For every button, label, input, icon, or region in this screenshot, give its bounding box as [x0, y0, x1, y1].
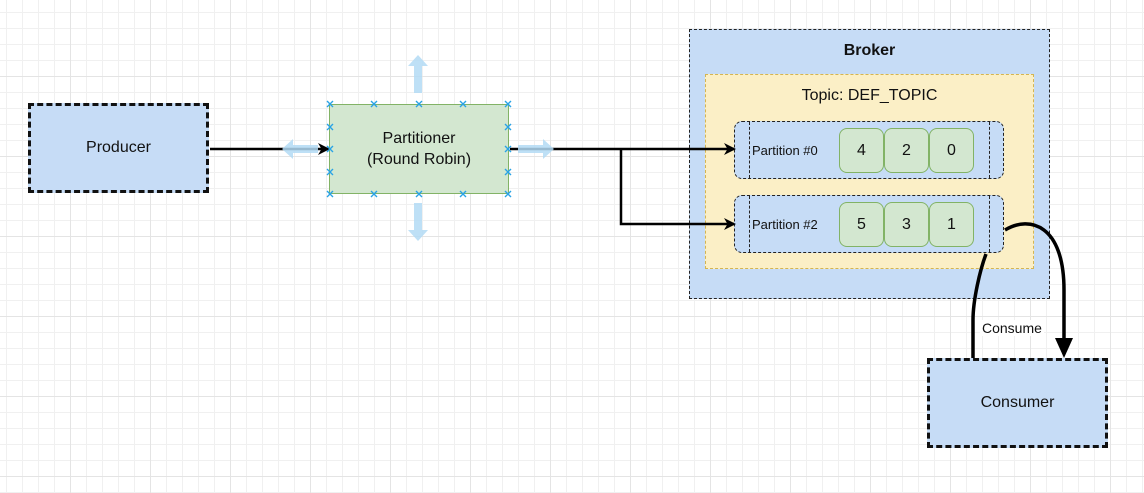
producer-label: Producer [86, 139, 151, 156]
message-cell[interactable]: 1 [929, 202, 974, 247]
selection-handle-icon[interactable] [459, 190, 467, 198]
selection-handle-icon[interactable] [504, 123, 512, 131]
selection-handle-icon[interactable] [415, 100, 423, 108]
selection-handle-icon[interactable] [504, 190, 512, 198]
edge-partition-2-to-consumer[interactable] [1004, 222, 1066, 352]
hover-arrow-right-icon[interactable] [518, 139, 554, 159]
consumer-box[interactable]: Consumer [927, 358, 1108, 448]
selection-handle-icon[interactable] [504, 100, 512, 108]
broker-title: Broker [843, 42, 896, 59]
edge-consumer-to-partition-2[interactable] [971, 253, 988, 358]
message-cell[interactable]: 3 [884, 202, 929, 247]
selection-handles[interactable] [326, 100, 512, 198]
partition-divider [989, 122, 990, 178]
selection-handle-icon[interactable] [459, 100, 467, 108]
selection-handle-icon[interactable] [415, 190, 423, 198]
partition-0-box[interactable]: Partition #0 4 2 0 [734, 121, 1004, 179]
edge-arrowhead [1055, 338, 1073, 358]
consume-edge-label: Consume [980, 320, 1044, 336]
selection-handle-icon[interactable] [504, 145, 512, 153]
partition-divider [749, 122, 750, 178]
hover-arrows[interactable] [282, 55, 554, 241]
message-cell[interactable]: 0 [929, 128, 974, 173]
selection-handle-icon[interactable] [370, 190, 378, 198]
selection-handle-icon[interactable] [326, 123, 334, 131]
message-cell[interactable]: 2 [884, 128, 929, 173]
selection-handle-icon[interactable] [326, 145, 334, 153]
topic-title: Topic: DEF_TOPIC [801, 87, 938, 104]
hover-arrow-down-icon[interactable] [408, 203, 428, 241]
hover-arrow-left-icon[interactable] [282, 139, 318, 159]
hover-arrow-up-icon[interactable] [408, 55, 428, 93]
partition-divider [989, 196, 990, 252]
partition-divider [749, 196, 750, 252]
partition-2-box[interactable]: Partition #2 5 3 1 [734, 195, 1004, 253]
partitioner-box[interactable]: Partitioner (Round Robin) [329, 104, 509, 194]
selection-handle-icon[interactable] [326, 100, 334, 108]
partition-2-label: Partition #2 [752, 216, 818, 232]
consumer-label: Consumer [980, 394, 1055, 411]
edge-partitioner-to-partition-2[interactable] [619, 149, 736, 230]
partitioner-label-line2: (Round Robin) [366, 151, 472, 168]
selection-handle-icon[interactable] [504, 168, 512, 176]
selection-handle-icon[interactable] [326, 190, 334, 198]
message-cell[interactable]: 4 [839, 128, 884, 173]
selection-handle-icon[interactable] [326, 168, 334, 176]
message-cell[interactable]: 5 [839, 202, 884, 247]
selection-handle-icon[interactable] [370, 100, 378, 108]
partition-0-label: Partition #0 [752, 142, 818, 158]
partitioner-label-line1: Partitioner [382, 130, 456, 147]
producer-box[interactable]: Producer [28, 103, 209, 193]
